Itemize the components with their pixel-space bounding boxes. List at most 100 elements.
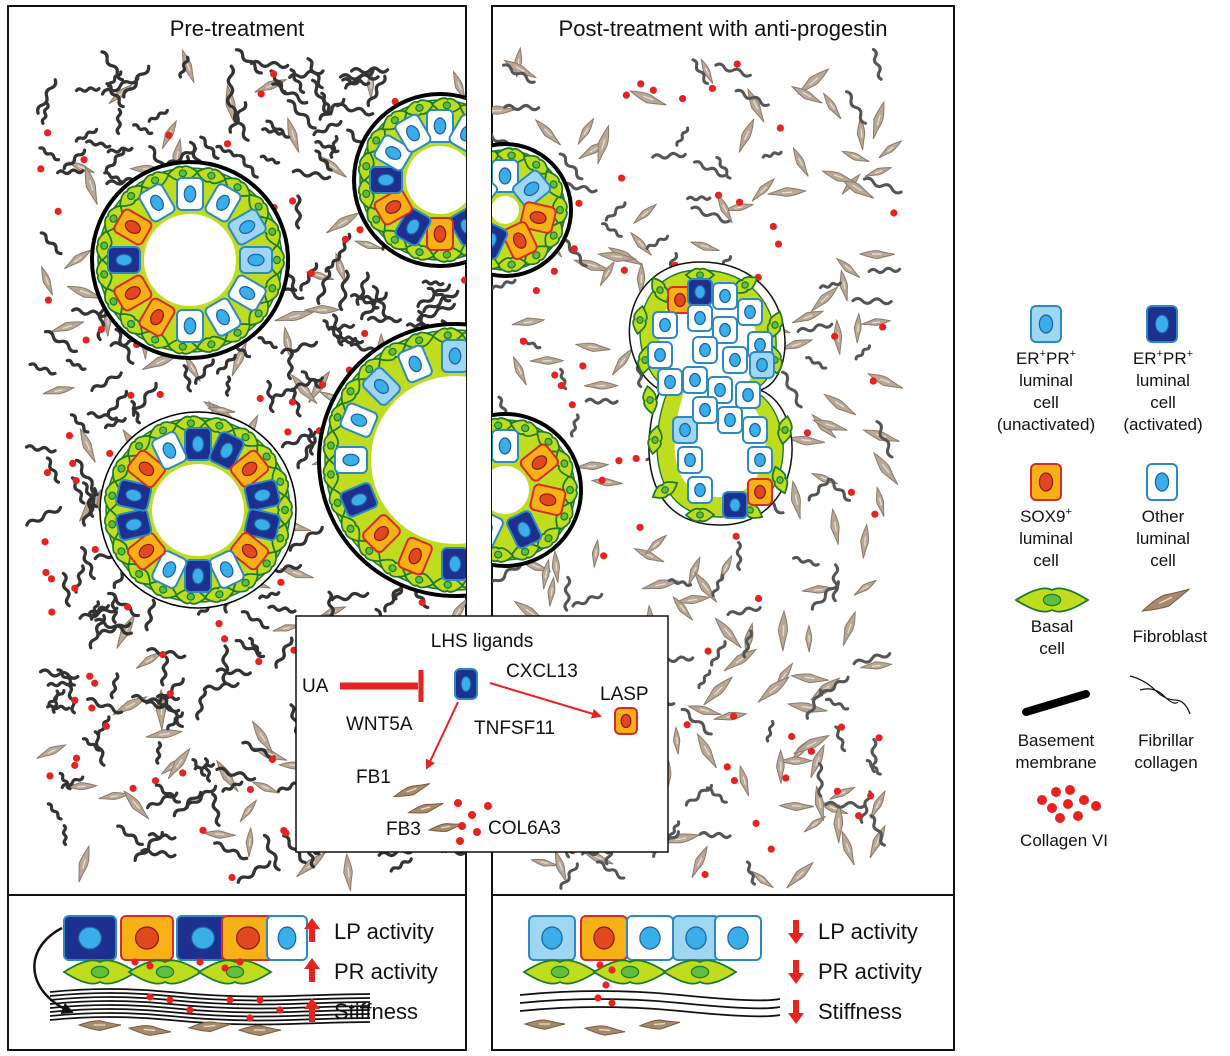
sox9-cell-icon [614, 707, 638, 735]
collagen-vi-dot [788, 732, 796, 741]
fibroblast [803, 815, 827, 833]
legend-collagen6-line1: Collagen VI [1020, 831, 1108, 850]
collagen-vi-dot [88, 704, 96, 712]
legend-er-pr-activated-line4: (activated) [1123, 415, 1202, 434]
luminal-cell [266, 915, 308, 961]
legend-er-pr-unactivated-icon [1030, 305, 1062, 343]
legend-er-pr-unactivated-line2: luminal [1019, 371, 1073, 390]
fibrillar-collagen-fiber [241, 740, 276, 760]
luminal-cell [339, 402, 379, 438]
fibrillar-collagen-fiber [422, 289, 460, 314]
legend-er-pr-activated-line3: cell [1150, 393, 1176, 412]
fibroblast [206, 406, 236, 415]
collagen-vi-dot [468, 811, 476, 819]
collagen-vi-dot [166, 690, 174, 698]
collagen-vi-dot [729, 712, 738, 720]
fibroblast [778, 802, 814, 811]
collagen-vi-dot [146, 962, 154, 970]
fibrillar-collagen-fiber [571, 592, 604, 608]
fibroblast [112, 696, 149, 716]
fibroblast [858, 250, 895, 260]
fibroblast [512, 355, 527, 386]
collagen-vi-dot [46, 772, 54, 780]
luminal-cell [692, 396, 718, 424]
fibrillar-collagen-fiber [267, 604, 297, 614]
fibroblast [272, 624, 301, 632]
legend-other-line1: Other [1142, 507, 1185, 526]
fibroblast [860, 523, 870, 559]
fibroblast [64, 249, 93, 270]
fibroblast [547, 576, 556, 607]
duct-lumen [492, 196, 519, 224]
fibrillar-collagen-fiber [258, 590, 281, 600]
collagen-vi-dot [837, 723, 846, 731]
luminal-cell [397, 344, 433, 384]
legend-text: ER+PR+ luminal cell (unactivated) ER+PR+… [997, 348, 1208, 850]
fibrillar-collagen-fiber [224, 375, 232, 397]
fibrillar-collagen-fiber [559, 862, 579, 890]
fibrillar-collagen-fiber [280, 340, 319, 355]
collagen-vi-dot [831, 332, 839, 340]
collagen-vi-dot [617, 174, 626, 182]
collagen-vi-dot [124, 603, 132, 611]
fibroblast [641, 579, 680, 590]
fibroblast [184, 354, 201, 382]
fibrillar-collagen-fiber [62, 148, 87, 171]
basal-cell [195, 335, 228, 353]
fibrillar-collagen-fiber [745, 860, 757, 886]
collagen-vi-dot [570, 245, 578, 253]
fibroblast-fb1b-icon [407, 802, 444, 814]
collagen-vi-dot [41, 538, 49, 546]
fibrillar-collagen-fiber [105, 82, 125, 109]
fibroblast [127, 1025, 172, 1036]
collagen-vi-dot [602, 981, 610, 989]
collagen-vi-dot [226, 996, 234, 1004]
legend-basement-membrane-icon [1022, 690, 1090, 716]
luminal-cell [722, 491, 748, 519]
fibrillar-collagen-fiber [106, 70, 123, 88]
collagen-vi-dot [129, 784, 137, 792]
fibroblast [833, 803, 844, 843]
basal-cell [492, 546, 515, 563]
legend-fibroblast-icon [1141, 588, 1190, 612]
fibroblast [830, 507, 840, 545]
fibrillar-collagen-fiber [74, 86, 101, 93]
legend-er-pr-unactivated-label: ER+PR+ [1016, 348, 1076, 368]
luminal-cell [138, 183, 176, 223]
basal-cell [592, 959, 668, 985]
collagen-vi-dot [632, 454, 640, 463]
fibrillar-collagen-fiber [867, 266, 902, 275]
inset-title: LHS ligands [431, 631, 533, 652]
fibrillar-collagen-fiber [871, 47, 883, 81]
fibrillar-collagen-fiber [86, 697, 123, 715]
fibrillar-collagen-fiber [147, 108, 169, 123]
status-label: Stiffness [334, 999, 418, 1024]
collagen-vi-dot [575, 199, 583, 207]
fibrillar-collagen-fiber [65, 358, 87, 371]
collagen-vi-dot [704, 647, 712, 655]
fibrillar-collagen-fiber [667, 578, 693, 587]
collagen-vi-dot [456, 837, 464, 845]
luminal-cell [687, 476, 713, 504]
fibrillar-collagen-fiber [88, 613, 106, 650]
basal-cell [197, 959, 273, 985]
fibroblast [574, 342, 611, 352]
fibrillar-collagen-fiber [228, 101, 248, 134]
legend-fibroblast-line1: Fibroblast [1133, 627, 1208, 646]
basal-cell [555, 448, 574, 479]
fibrillar-collagen-fiber [46, 704, 71, 711]
fibrillar-collagen-fiber [100, 76, 140, 96]
fibroblast [77, 1020, 122, 1031]
collagen-vi-dot [847, 488, 856, 496]
fibrillar-collagen-fiber [289, 68, 306, 95]
fibroblast [878, 140, 903, 159]
fibrillar-collagen-fiber [215, 667, 252, 677]
fibroblast [590, 478, 623, 487]
wnt5a-label: WNT5A [346, 714, 413, 735]
down-arrow-icon [788, 920, 804, 944]
fibrillar-collagen-fiber [49, 1000, 371, 1010]
fibrillar-collagen-fiber [366, 315, 402, 324]
collagen-vi-dot [1063, 799, 1073, 809]
fibrillar-collagen-fiber [45, 456, 61, 484]
